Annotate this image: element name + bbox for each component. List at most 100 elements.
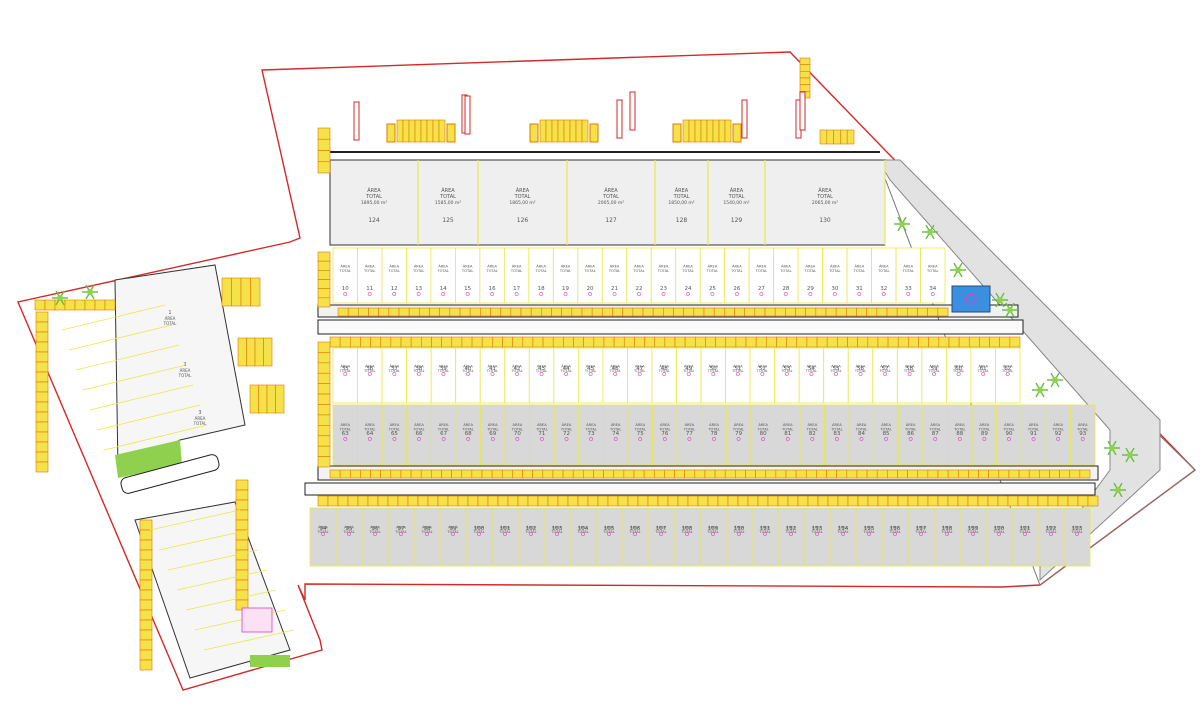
unit-marker bbox=[515, 372, 519, 376]
parking-bay bbox=[797, 495, 809, 507]
unit-total-label: TOTAL bbox=[632, 269, 644, 273]
parking-bay bbox=[777, 495, 789, 507]
parking-bay bbox=[684, 336, 696, 348]
large-unit-number: 130 bbox=[819, 217, 831, 224]
unit-marker bbox=[392, 292, 397, 296]
parking-bay bbox=[968, 336, 980, 348]
parking-bay bbox=[846, 129, 855, 145]
unit-marker bbox=[466, 372, 470, 376]
unit-area-label: ÁREA bbox=[438, 263, 448, 268]
unit-total-label: TOTAL bbox=[363, 369, 375, 373]
unit-cell bbox=[907, 507, 935, 567]
parking-bay bbox=[927, 307, 939, 317]
unit-marker bbox=[907, 372, 912, 376]
unit-marker bbox=[347, 532, 351, 536]
unit-area-label: ÁREA bbox=[389, 363, 399, 368]
parking-bay bbox=[357, 495, 369, 507]
parking-bay bbox=[799, 84, 811, 92]
unit-area-label: ÁREA bbox=[854, 263, 864, 268]
parking-bay bbox=[744, 307, 756, 317]
parking-bay bbox=[694, 469, 706, 479]
unit-number: 84 bbox=[858, 431, 865, 437]
unit-number: 67 bbox=[440, 431, 447, 437]
parking-bay bbox=[617, 495, 629, 507]
parking-bay bbox=[937, 495, 949, 507]
unit-total-label: TOTAL bbox=[633, 369, 645, 373]
parking-bay bbox=[653, 469, 665, 479]
parking-bay bbox=[978, 469, 989, 479]
unit-number: 115 bbox=[864, 526, 875, 532]
unit-marker bbox=[490, 437, 495, 441]
parking-bay bbox=[431, 469, 442, 479]
parking-bay bbox=[687, 495, 699, 507]
parking-bay bbox=[867, 495, 879, 507]
unit-number: 96 bbox=[372, 526, 379, 532]
unit-cell bbox=[675, 247, 701, 304]
parking-bay bbox=[429, 307, 440, 317]
parking-bay bbox=[602, 307, 613, 317]
parking-bay bbox=[897, 336, 909, 348]
parking-bay bbox=[597, 495, 609, 507]
unit-total-label: TOTAL bbox=[879, 428, 891, 432]
parking-cluster bbox=[249, 384, 285, 414]
parking-stub bbox=[529, 123, 539, 143]
unit-total-label: TOTAL bbox=[680, 530, 692, 534]
unit-number: 102 bbox=[526, 526, 537, 532]
parking-bay bbox=[380, 336, 392, 348]
unit-number: 112 bbox=[786, 526, 797, 532]
unit-cell bbox=[406, 347, 432, 404]
unit-area-label: ÁREA bbox=[488, 422, 498, 427]
unit-cell bbox=[650, 247, 677, 304]
parking-bay bbox=[370, 469, 381, 479]
unit-marker bbox=[686, 292, 690, 296]
parking-bay bbox=[35, 441, 49, 453]
unit-number: 58 bbox=[906, 366, 913, 372]
unit-marker bbox=[588, 372, 593, 376]
parking-bay bbox=[557, 495, 569, 507]
parking-bay bbox=[35, 391, 49, 403]
bollard-marker bbox=[629, 91, 636, 131]
parking-bay bbox=[522, 336, 534, 348]
parking-bay bbox=[420, 119, 428, 143]
unit-cell bbox=[895, 247, 921, 304]
unit-cell bbox=[626, 247, 652, 304]
parking-bay bbox=[816, 336, 828, 348]
parking-bay bbox=[987, 495, 999, 507]
large-unit-area-value: 1850,00 m² bbox=[668, 200, 694, 206]
unit-total-label: TOTAL bbox=[535, 428, 547, 432]
parking-bay bbox=[896, 307, 908, 317]
parking-bay bbox=[688, 119, 696, 143]
parking-bay bbox=[139, 569, 153, 581]
unit-area-label: ÁREA bbox=[1004, 422, 1014, 427]
parking-bay bbox=[757, 495, 769, 507]
unit-divider bbox=[75, 344, 180, 371]
unit-cell bbox=[1020, 404, 1047, 466]
unit-number: 33 bbox=[905, 286, 912, 292]
unit-area-label: ÁREA bbox=[390, 422, 400, 427]
unit-area-label: ÁREA bbox=[807, 363, 817, 368]
parking-bay bbox=[835, 307, 847, 317]
parking-bay bbox=[623, 336, 635, 348]
parking-bay bbox=[928, 336, 940, 348]
parking-bay bbox=[541, 307, 552, 317]
parking-bay bbox=[907, 307, 918, 317]
parking-bay bbox=[317, 251, 331, 262]
unit-cell bbox=[751, 507, 779, 567]
unit-cell bbox=[846, 247, 872, 304]
parking-bay bbox=[735, 336, 747, 348]
parking-bay bbox=[1037, 495, 1049, 507]
parking-bay bbox=[317, 288, 331, 299]
parking-bay bbox=[471, 336, 483, 348]
unit-area-label: ÁREA bbox=[414, 363, 424, 368]
parking-bay bbox=[684, 469, 696, 479]
parking-bay bbox=[979, 336, 990, 348]
large-unit-total-label: TOTAL bbox=[365, 194, 382, 200]
unit-number: 65 bbox=[391, 431, 398, 437]
unit-total-label: TOTAL bbox=[510, 369, 522, 373]
tree-icon bbox=[1002, 302, 1018, 318]
unit-cell bbox=[430, 247, 456, 304]
unit-number: 15 bbox=[464, 286, 471, 292]
parking-bay bbox=[557, 119, 565, 143]
unit-number: 60 bbox=[955, 366, 962, 372]
